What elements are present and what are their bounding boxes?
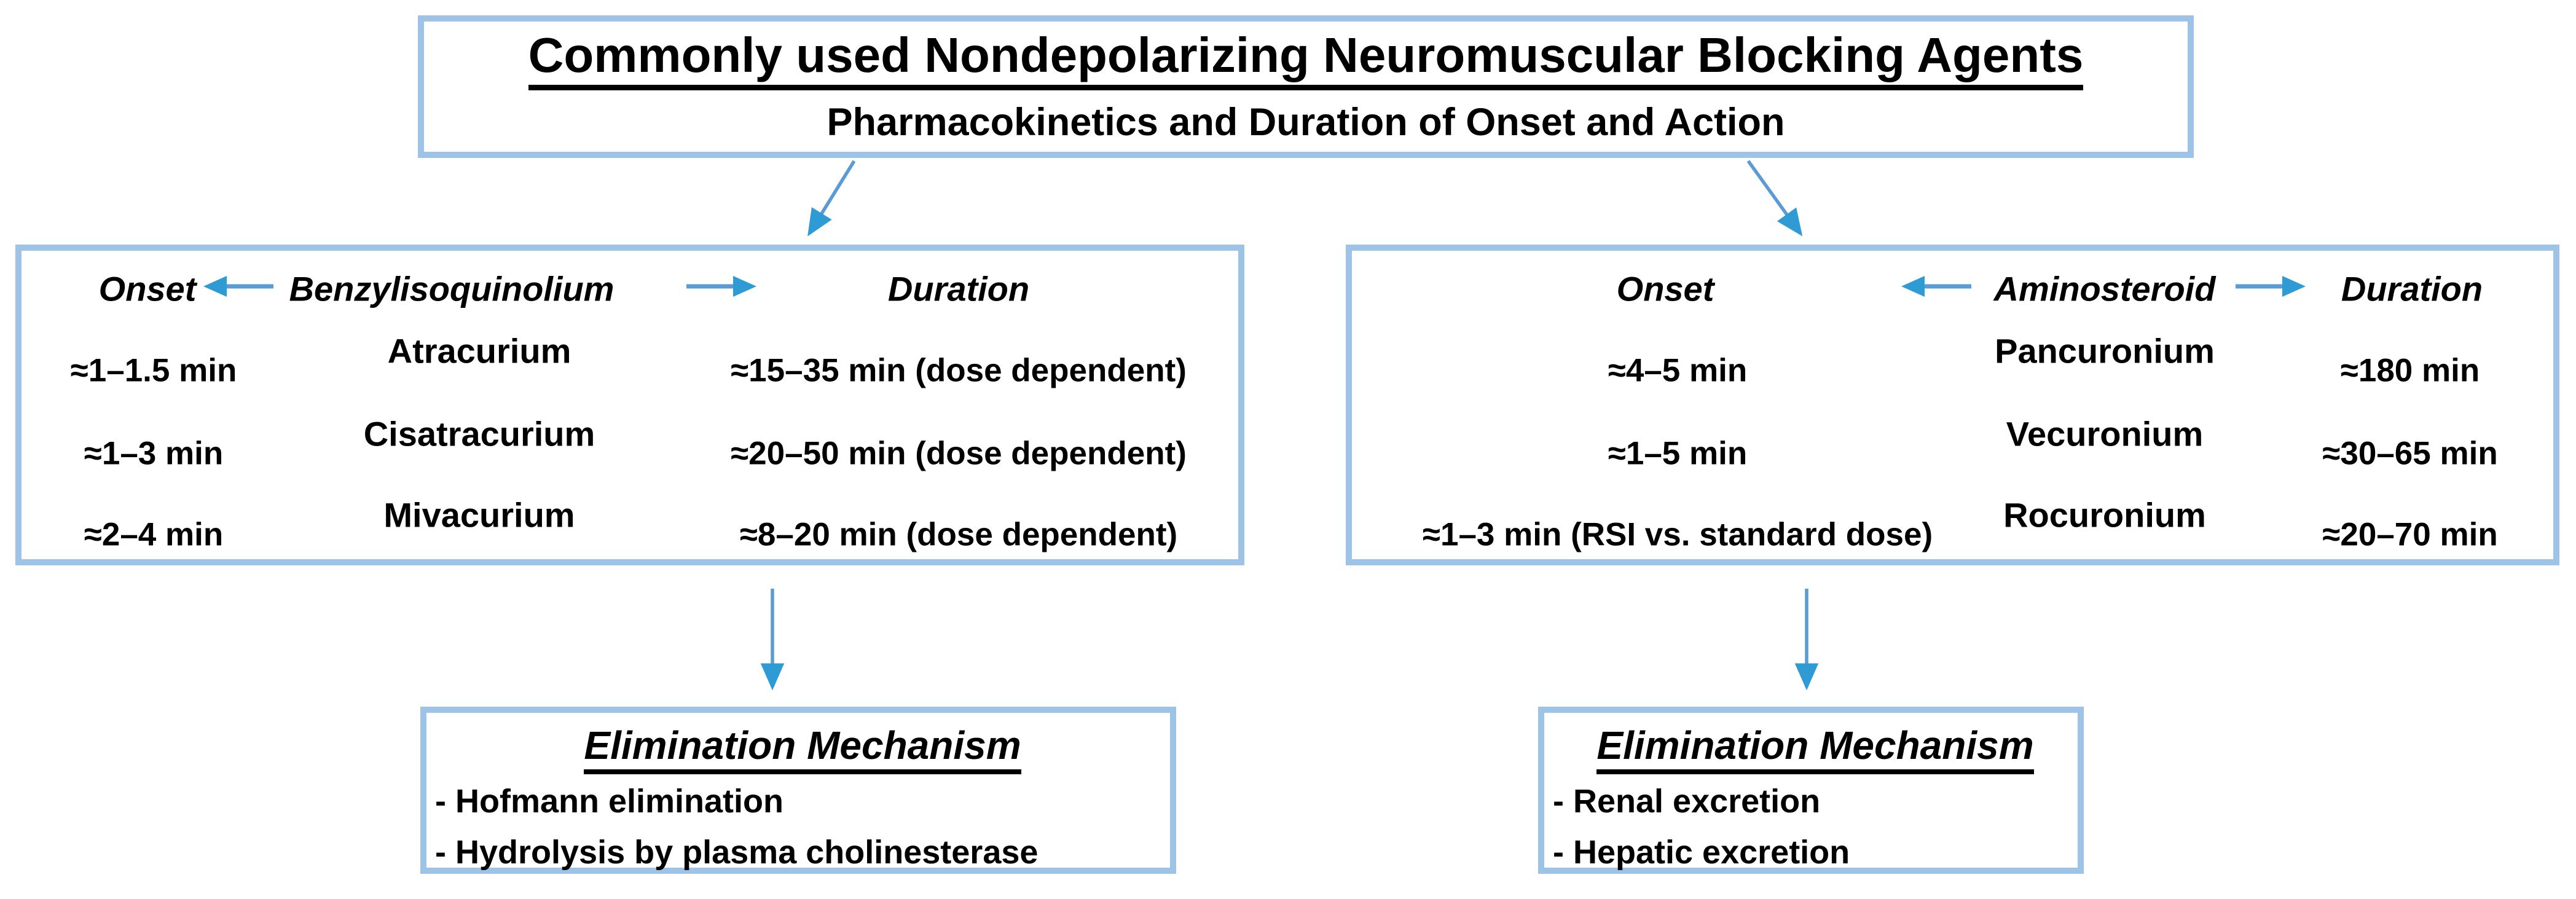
- drug-name: Vecuronium: [2006, 414, 2204, 453]
- onset-value: ≈2–4 min: [84, 516, 224, 553]
- benzylisoquinolium-box: Onset Benzylisoquinolium Duration ≈1–1.5…: [15, 245, 1244, 565]
- drug-name: Mivacurium: [383, 495, 575, 535]
- page-subtitle: Pharmacokinetics and Duration of Onset a…: [827, 100, 1785, 144]
- elimination-item: - Hofmann elimination: [435, 783, 783, 820]
- duration-value: ≈8–20 min (dose dependent): [739, 516, 1178, 553]
- drug-name: Atracurium: [387, 331, 571, 371]
- onset-value: ≈1–1.5 min: [70, 352, 237, 389]
- drug-name: Rocuronium: [2003, 495, 2206, 535]
- right-arrow-icon: [686, 276, 756, 297]
- title-to-right-box-arrow: [1746, 160, 1803, 237]
- duration-column-header: Duration: [887, 269, 1030, 308]
- left-arrow-icon: [1901, 276, 1971, 297]
- title-box: Commonly used Nondepolarizing Neuromuscu…: [418, 15, 2194, 158]
- duration-value: ≈30–65 min: [2322, 435, 2498, 472]
- duration-value: ≈180 min: [2340, 352, 2480, 389]
- drug-name: Cisatracurium: [363, 414, 595, 453]
- elimination-item: - Hepatic excretion: [1553, 833, 1850, 871]
- onset-value: ≈1–5 min: [1608, 435, 1748, 472]
- onset-column-header: Onset: [98, 269, 197, 308]
- benzylisoquinolium-elimination-box: Elimination Mechanism - Hofmann eliminat…: [420, 707, 1176, 874]
- duration-value: ≈20–50 min (dose dependent): [731, 435, 1187, 472]
- elimination-mechanism-title: Elimination Mechanism: [584, 723, 1021, 774]
- onset-value: ≈1–3 min (RSI vs. standard dose): [1422, 516, 1933, 553]
- title-to-left-box-arrow: [807, 160, 856, 237]
- group-class-header: Aminosteroid: [1993, 269, 2216, 308]
- right-arrow-icon: [2236, 276, 2306, 297]
- drug-name: Pancuronium: [1995, 331, 2215, 371]
- onset-value: ≈4–5 min: [1608, 352, 1748, 389]
- duration-value: ≈15–35 min (dose dependent): [731, 352, 1187, 389]
- elimination-item: - Hydrolysis by plasma cholinesterase: [435, 833, 1039, 871]
- group-class-header: Benzylisoquinolium: [289, 269, 615, 308]
- aminosteroid-box: Onset Aminosteroid Duration ≈4–5 min Pan…: [1346, 245, 2559, 565]
- aminosteroid-elimination-box: Elimination Mechanism - Renal excretion …: [1538, 707, 2084, 874]
- duration-value: ≈20–70 min: [2322, 516, 2498, 553]
- onset-value: ≈1–3 min: [84, 435, 224, 472]
- elimination-item: - Renal excretion: [1553, 783, 1821, 820]
- page-title: Commonly used Nondepolarizing Neuromuscu…: [528, 29, 2084, 90]
- duration-column-header: Duration: [2341, 269, 2483, 308]
- left-arrow-icon: [203, 276, 273, 297]
- onset-column-header: Onset: [1616, 269, 1714, 308]
- elimination-mechanism-title: Elimination Mechanism: [1596, 723, 2034, 774]
